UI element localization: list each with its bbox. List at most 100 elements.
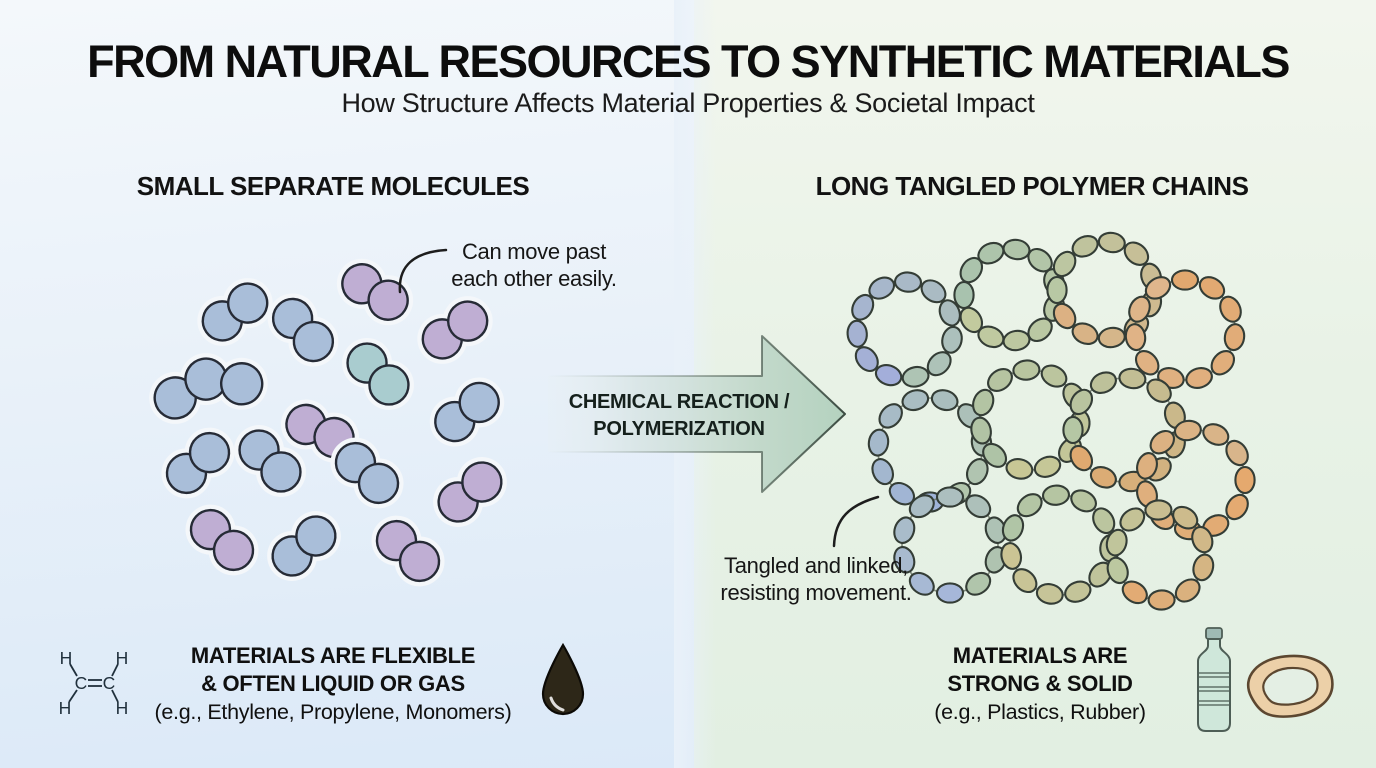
left-footer-line2: & OFTEN LIQUID OR GAS: [201, 671, 465, 696]
monomer-molecule: [185, 504, 259, 576]
monomer-molecule: [197, 278, 273, 346]
polymer-bead: [854, 346, 879, 373]
atom-label-h: H: [60, 648, 73, 668]
left-annotation-connector: [398, 248, 448, 294]
polymer-bead: [930, 389, 959, 412]
polymer-bead: [1097, 231, 1126, 254]
polymer-bead: [1012, 359, 1041, 381]
polymer-bead: [1198, 276, 1226, 300]
right-annotation: Tangled and linked, resisting movement.: [720, 552, 911, 606]
polymer-bead: [1173, 419, 1202, 442]
rubber-band-icon: [1246, 654, 1334, 718]
polymer-bead: [1124, 323, 1147, 352]
polymer-tangle-layer: [846, 231, 1256, 611]
right-annotation-line1: Tangled and linked,: [724, 553, 908, 578]
monomer-molecule: [267, 511, 341, 581]
monomer-molecule: [342, 338, 414, 410]
polymer-bead: [878, 403, 903, 429]
polymer-bead: [982, 442, 1008, 468]
right-footer-line2: STRONG & SOLID: [947, 671, 1133, 696]
atom-label-c: C: [75, 673, 88, 693]
polymer-chain-loop: [1000, 484, 1121, 605]
monomer-molecule: [161, 427, 235, 499]
right-annotation-connector: [832, 495, 880, 548]
polymer-bead: [1119, 507, 1146, 532]
water-bottle-icon: [1197, 627, 1231, 732]
polymer-bead: [1033, 455, 1062, 478]
polymer-bead: [901, 365, 930, 388]
polymer-bead: [1052, 302, 1077, 330]
right-section-heading: LONG TANGLED POLYMER CHAINS: [815, 171, 1249, 201]
polymer-bead: [1016, 493, 1043, 518]
polymer-bead: [1192, 553, 1215, 582]
polymer-bead: [1134, 349, 1160, 376]
polymer-bead: [1046, 275, 1068, 305]
polymer-bead: [874, 363, 903, 387]
left-annotation: Can move past each other easily.: [451, 238, 617, 292]
monomer-molecule: [417, 296, 493, 364]
polymer-bead: [1118, 367, 1147, 390]
atom-label-h: H: [59, 698, 72, 718]
polymer-bead: [1191, 525, 1214, 554]
left-section-heading: SMALL SEPARATE MOLECULES: [136, 171, 530, 201]
left-annotation-line2: each other easily.: [451, 266, 617, 291]
polymer-bead: [1062, 415, 1084, 445]
polymer-bead: [1121, 580, 1148, 605]
polymer-bead: [1149, 429, 1176, 455]
polymer-bead: [1225, 439, 1249, 467]
polymer-bead: [1174, 578, 1201, 603]
trimer-molecule: [149, 353, 268, 424]
subtitle: How Structure Affects Material Propertie…: [341, 88, 1035, 118]
polymer-chain-loop: [893, 486, 1007, 604]
right-footer-line1: MATERIALS ARE: [952, 643, 1128, 668]
polymer-bead: [893, 271, 923, 293]
polymer-bead: [901, 389, 930, 412]
polymer-chain-loop: [846, 271, 963, 388]
polymer-chain-loop: [1062, 367, 1186, 493]
polymerization-arrow: [547, 335, 846, 493]
main-title: FROM NATURAL RESOURCES TO SYNTHETIC MATE…: [87, 36, 1290, 87]
polymer-bead: [1185, 367, 1213, 389]
polymer-bead: [1071, 234, 1099, 258]
polymer-bead: [965, 571, 992, 596]
arrow-label-line1: CHEMICAL REACTION /: [568, 391, 790, 413]
polymer-chain-loop: [1105, 499, 1215, 611]
polymer-bead: [920, 279, 947, 304]
polymer-bead: [1144, 276, 1172, 300]
polymer-bead: [1225, 493, 1249, 521]
polymer-bead: [1123, 241, 1150, 266]
atom-label-h: H: [116, 648, 129, 668]
right-footer: MATERIALS ARE STRONG & SOLID (e.g., Plas…: [934, 642, 1146, 726]
polymer-bead: [1071, 322, 1099, 346]
polymer-bead: [871, 458, 895, 486]
polymer-bead: [1089, 465, 1117, 489]
polymer-bead: [867, 428, 890, 457]
polymer-bead: [953, 280, 975, 310]
polymer-bead: [846, 319, 868, 348]
polymer-bead: [1105, 528, 1128, 557]
polymer-bead: [1097, 326, 1126, 349]
polymer-bead: [1172, 505, 1199, 530]
polymer-bead: [851, 293, 875, 321]
polymer-bead: [1223, 323, 1246, 352]
polymer-bead: [1069, 444, 1094, 472]
polymer-bead: [1064, 580, 1092, 603]
monomer-molecule: [234, 425, 306, 497]
polymer-bead: [938, 299, 961, 327]
monomer-molecule: [429, 377, 505, 447]
polymer-bead: [1002, 329, 1031, 352]
left-footer-examples: (e.g., Ethylene, Propylene, Monomers): [154, 700, 512, 724]
polymer-bead: [1234, 465, 1256, 495]
polymer-bead: [1144, 499, 1173, 521]
polymer-bead: [972, 388, 995, 417]
monomer-molecules-layer: [149, 258, 507, 587]
polymer-bead: [1202, 423, 1230, 446]
left-footer: MATERIALS ARE FLEXIBLE & OFTEN LIQUID OR…: [155, 642, 512, 726]
polymer-bead: [965, 458, 989, 486]
polymer-bead: [1106, 556, 1129, 585]
polymer-bead: [1170, 269, 1200, 291]
polymer-bead: [935, 486, 965, 508]
polymer-bead: [1001, 514, 1025, 542]
